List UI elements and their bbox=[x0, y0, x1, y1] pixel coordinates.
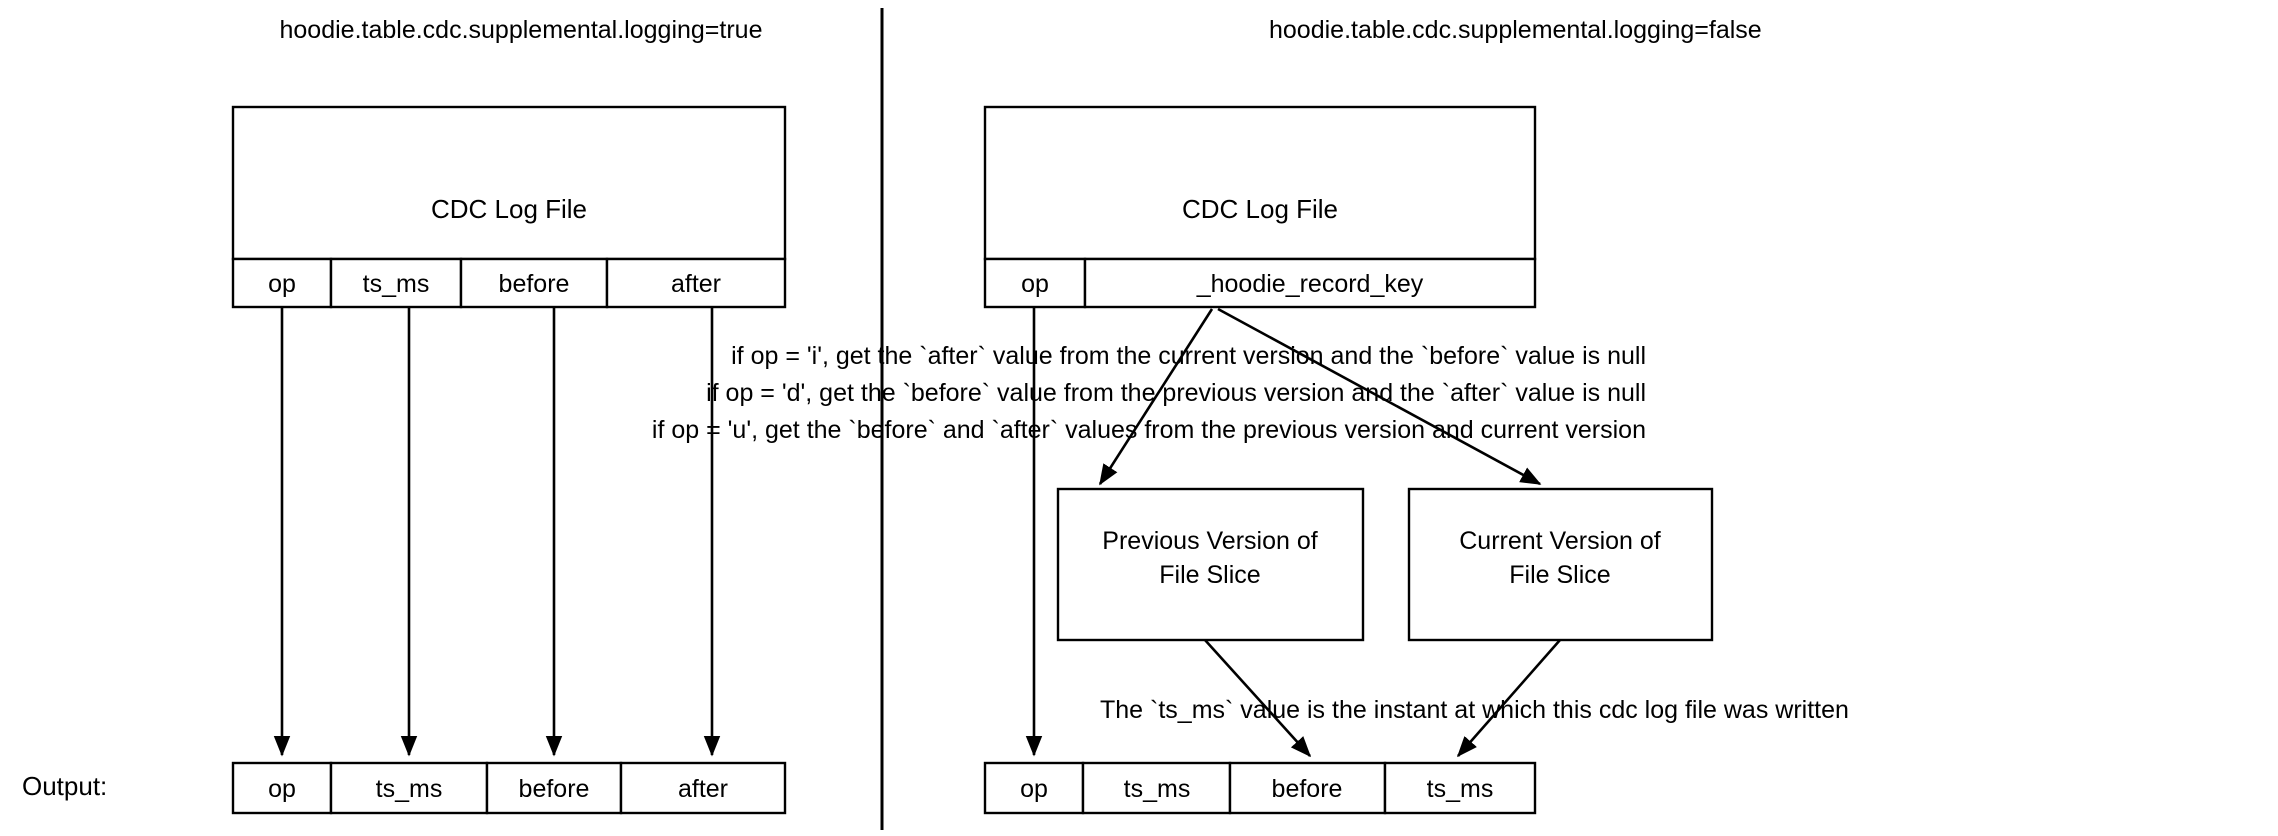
right-output-cell-ts-ms-2 bbox=[1383, 761, 1537, 815]
left-output-cell-op-label: op bbox=[268, 775, 296, 803]
left-output-cell-op bbox=[231, 761, 333, 815]
left-panel-title: hoodie.table.cdc.supplemental.logging=tr… bbox=[280, 16, 763, 44]
left-output-cell-ts-ms-label: ts_ms bbox=[376, 775, 443, 803]
right-source-cell-record-key bbox=[1083, 257, 1537, 309]
right-output-cell-ts-ms-1-label: ts_ms bbox=[1124, 775, 1191, 803]
previous-version-box bbox=[1056, 487, 1365, 642]
right-flow-arrow-current-to-ts-ms bbox=[1456, 639, 1561, 758]
left-output-cell-after bbox=[619, 761, 787, 815]
left-source-cell-before-label: before bbox=[499, 270, 570, 298]
left-output-cell-after-label: after bbox=[678, 775, 728, 803]
left-output-cell-before bbox=[485, 761, 623, 815]
left-cdc-log-file-box bbox=[231, 105, 787, 261]
current-version-box-line-2: File Slice bbox=[1509, 561, 1610, 589]
right-source-cell-op-label: op bbox=[1021, 270, 1049, 298]
output-label: Output: bbox=[22, 771, 107, 801]
left-source-cell-before bbox=[459, 257, 609, 309]
left-panel: CDC Log File op ts_ms before after Outpu… bbox=[22, 105, 787, 815]
left-output-cell-before-label: before bbox=[519, 775, 590, 803]
right-cdc-log-file-label: CDC Log File bbox=[1182, 194, 1338, 224]
right-cdc-log-file-box bbox=[983, 105, 1537, 261]
rule-line-1: if op = 'i', get the `after` value from … bbox=[731, 342, 1646, 370]
left-source-cell-ts-ms bbox=[329, 257, 463, 309]
right-source-cell-op bbox=[983, 257, 1087, 309]
rule-line-3: if op = 'u', get the `before` and `after… bbox=[652, 416, 1646, 444]
current-version-box bbox=[1407, 487, 1714, 642]
ts-ms-note: The `ts_ms` value is the instant at whic… bbox=[1100, 696, 1849, 724]
previous-version-box-line-1: Previous Version of bbox=[1102, 527, 1317, 555]
right-panel-title: hoodie.table.cdc.supplemental.logging=fa… bbox=[1269, 16, 1762, 44]
right-flow-arrow-to-current-version bbox=[1217, 307, 1542, 486]
right-source-cell-record-key-label: _hoodie_record_key bbox=[1196, 270, 1424, 298]
previous-version-box-line-2: File Slice bbox=[1159, 561, 1260, 589]
current-version-box-line-1: Current Version of bbox=[1459, 527, 1661, 555]
left-source-cell-op-label: op bbox=[268, 270, 296, 298]
right-panel: CDC Log File op _hoodie_record_key if op… bbox=[652, 105, 1849, 815]
rule-line-2: if op = 'd', get the `before` value from… bbox=[706, 379, 1646, 407]
right-output-cell-before-label: before bbox=[1272, 775, 1343, 803]
right-flow-arrow-previous-to-before bbox=[1204, 639, 1312, 758]
right-output-cell-op-label: op bbox=[1020, 775, 1048, 803]
left-source-cell-after bbox=[605, 257, 787, 309]
left-cdc-log-file-label: CDC Log File bbox=[431, 194, 587, 224]
right-output-cell-ts-ms-1 bbox=[1081, 761, 1232, 815]
right-output-cell-ts-ms-2-label: ts_ms bbox=[1427, 775, 1494, 803]
right-output-cell-before bbox=[1228, 761, 1387, 815]
left-source-cell-ts-ms-label: ts_ms bbox=[363, 270, 430, 298]
right-flow-arrow-to-previous-version bbox=[1098, 308, 1214, 486]
left-source-cell-after-label: after bbox=[671, 270, 721, 298]
